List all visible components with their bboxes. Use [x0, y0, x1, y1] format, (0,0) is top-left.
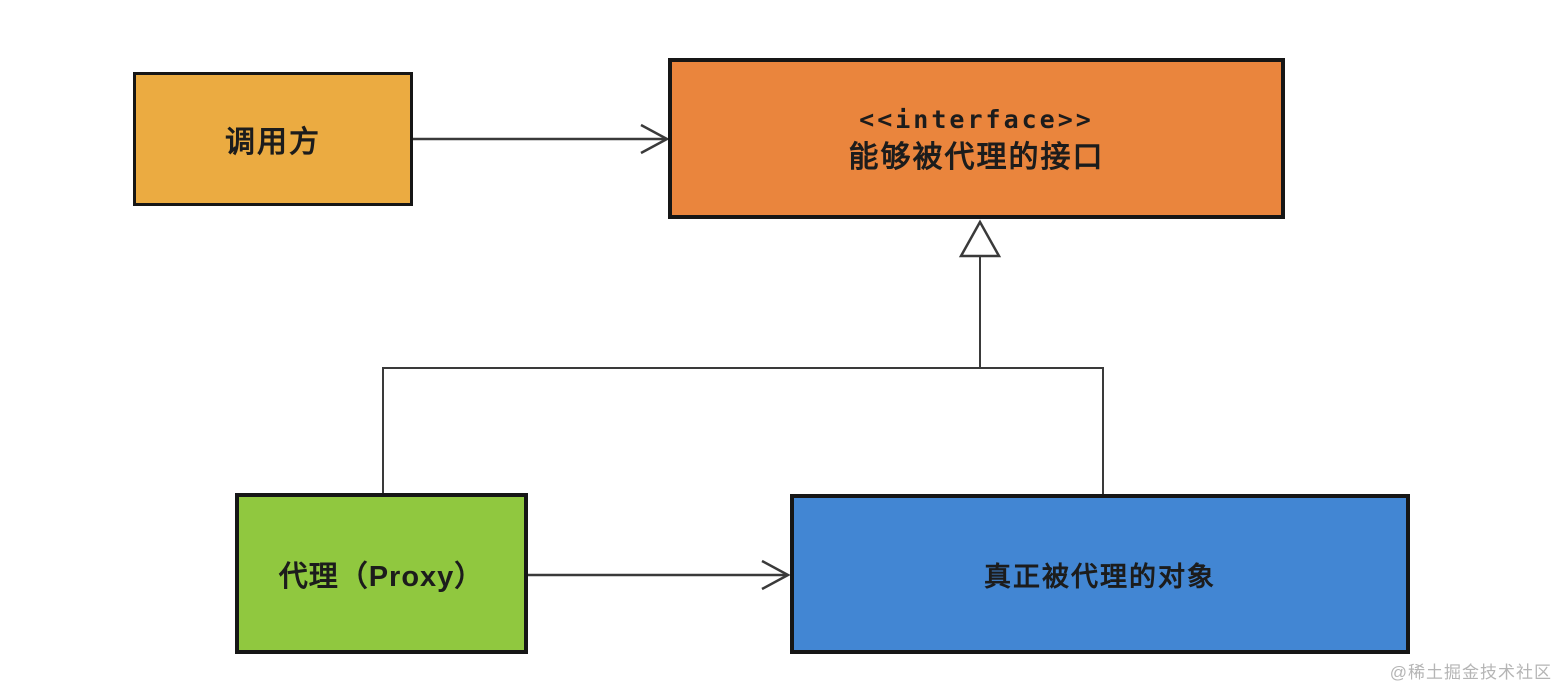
open-arrowhead-icon [761, 559, 791, 591]
node-caller-label: 调用方 [225, 126, 321, 159]
node-proxy: 代理（Proxy） [235, 493, 528, 654]
watermark: @稀土掘金技术社区 [1389, 663, 1552, 682]
interface-stereotype-label: <<interface>> [859, 104, 1094, 134]
node-proxy-label: 代理（Proxy） [278, 560, 485, 593]
node-caller: 调用方 [133, 72, 413, 206]
open-arrowhead-icon [640, 123, 670, 155]
caller-to-interface-arrow [412, 123, 670, 155]
node-interface-label: 能够被代理的接口 [848, 140, 1105, 174]
node-real-subject: 真正被代理的对象 [790, 494, 1410, 654]
realization-connector [382, 257, 1104, 494]
hollow-triangle-icon [958, 219, 1002, 258]
node-interface: <<interface>> 能够被代理的接口 [668, 58, 1285, 219]
node-real-subject-label: 真正被代理的对象 [984, 561, 1216, 592]
proxy-to-real-arrow [528, 559, 791, 591]
